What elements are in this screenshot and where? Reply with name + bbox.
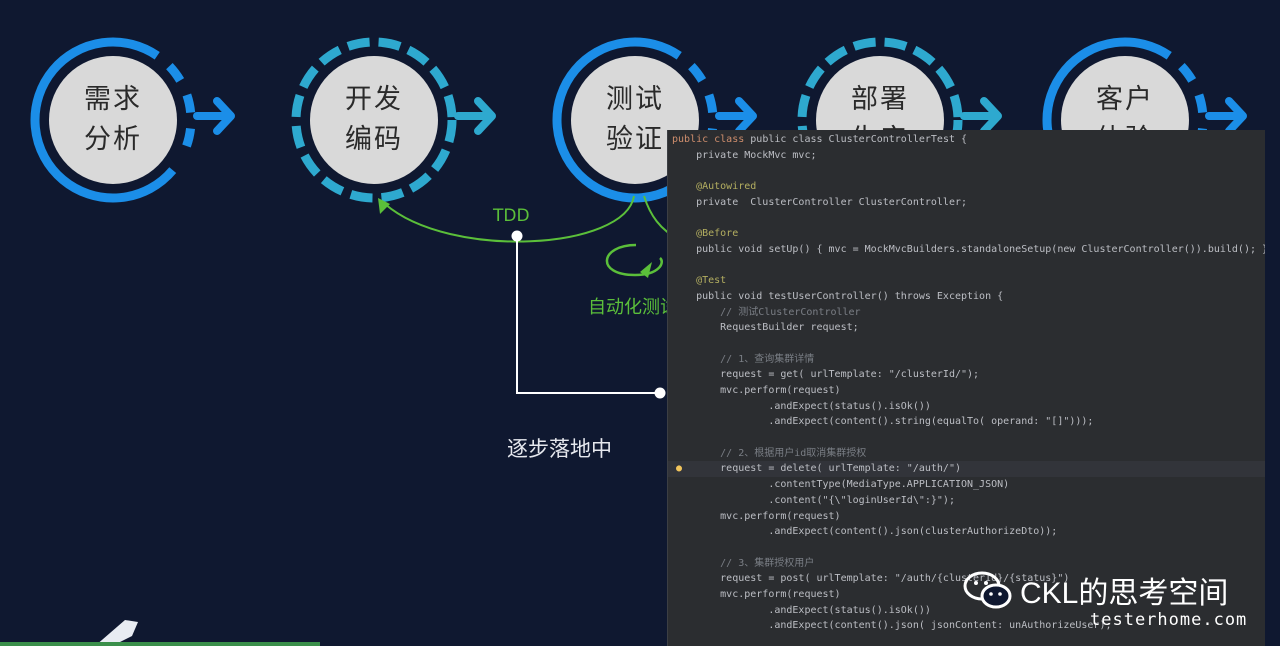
code-line bbox=[668, 258, 1265, 274]
code-line: .andExpect(status().isOk()) bbox=[672, 400, 931, 412]
code-line: .andExpect(content().json(clusterAuthori… bbox=[672, 526, 1058, 538]
code-line: // 测试ClusterController bbox=[672, 306, 861, 318]
code-line: mvc.perform(request) bbox=[672, 588, 841, 600]
automation-loop bbox=[605, 243, 663, 277]
code-line: private MockMvc mvc; bbox=[672, 149, 817, 161]
code-line bbox=[668, 210, 1265, 226]
code-line: .content("{\"loginUserId\":}"); bbox=[672, 494, 955, 506]
stage-circle-0 bbox=[49, 56, 177, 184]
code-line: // 1、查询集群详情 bbox=[672, 353, 815, 365]
code-line: @Before bbox=[672, 228, 739, 240]
code-line bbox=[668, 336, 1265, 352]
automation-test-label: 自动化测试 bbox=[588, 297, 678, 318]
code-line: // 2、根据用户id取消集群授权 bbox=[672, 447, 867, 459]
rollout-label: 逐步落地中 bbox=[507, 437, 612, 461]
code-line: mvc.perform(request) bbox=[672, 385, 841, 396]
code-line: @Test bbox=[672, 275, 727, 287]
watermark-brand: CKL的思考空间 bbox=[1020, 577, 1229, 610]
stage-arrow-head-4 bbox=[1225, 97, 1247, 135]
stage-circle-1 bbox=[310, 56, 438, 184]
code-line: mvc.perform(request) bbox=[672, 510, 841, 522]
stage-arrow-head-3 bbox=[980, 97, 1002, 135]
wechat-icon bbox=[963, 571, 1012, 609]
watermark-site: testerhome.com bbox=[1090, 610, 1248, 630]
code-line bbox=[668, 430, 1265, 446]
code-line: public void setUp() { mvc = MockMvcBuild… bbox=[672, 243, 1265, 255]
stage-ring-0 bbox=[30, 37, 196, 203]
stage-arrow-head-0 bbox=[213, 97, 235, 135]
code-line bbox=[668, 540, 1265, 556]
rollout-connector-line bbox=[516, 236, 660, 394]
code-line: // 3、集群授权用户 bbox=[672, 557, 815, 569]
stage-ring-3 bbox=[797, 37, 963, 203]
code-line: private ClusterController ClusterControl… bbox=[672, 196, 968, 208]
tdd-arrow-head bbox=[378, 198, 390, 214]
stage-development-label: 开发编码 bbox=[345, 84, 403, 155]
stage-ring-1 bbox=[291, 37, 457, 203]
code-line: @Autowired bbox=[672, 181, 757, 193]
stage-arrow-head-2 bbox=[735, 97, 757, 135]
code-line: .andExpect(content().string(equalTo( ope… bbox=[672, 416, 1094, 428]
lightbulb-icon: ● bbox=[676, 463, 683, 475]
code-line: public void testUserController() throws … bbox=[672, 290, 1004, 302]
stage-testing-label: 测试验证 bbox=[606, 84, 664, 155]
code-line: request = get( urlTemplate: "/clusterId/… bbox=[672, 369, 980, 381]
stage-requirements-label: 需求分析 bbox=[84, 84, 142, 155]
code-line: request = post( urlTemplate: "/auth/{clu… bbox=[672, 573, 1070, 585]
code-line: .andExpect(status().isOk()) bbox=[672, 604, 931, 616]
code-line bbox=[668, 163, 1265, 179]
code-line-highlighted: ● request = delete( urlTemplate: "/auth/… bbox=[668, 461, 1265, 478]
code-editor-panel: public class public class ClusterControl… bbox=[667, 130, 1265, 646]
code-line: RequestBuilder request; bbox=[672, 322, 859, 334]
bottom-strip bbox=[0, 642, 320, 646]
tdd-feedback-curve bbox=[384, 195, 635, 243]
code-line: .andExpect(content().json( jsonContent: … bbox=[672, 620, 1112, 632]
code-line: public class public class ClusterControl… bbox=[672, 134, 968, 145]
automation-loop-arrow-head bbox=[640, 262, 652, 278]
connector-dot-end bbox=[654, 387, 666, 399]
wechat-watermark: CKL的思考空间 bbox=[962, 568, 1228, 612]
stage-arrow-head-1 bbox=[474, 97, 496, 135]
rocket-icon bbox=[95, 620, 138, 646]
code-line: .contentType(MediaType.APPLICATION_JSON) bbox=[672, 479, 1010, 491]
connector-dot-top bbox=[511, 230, 523, 242]
tdd-label: TDD bbox=[493, 206, 530, 226]
